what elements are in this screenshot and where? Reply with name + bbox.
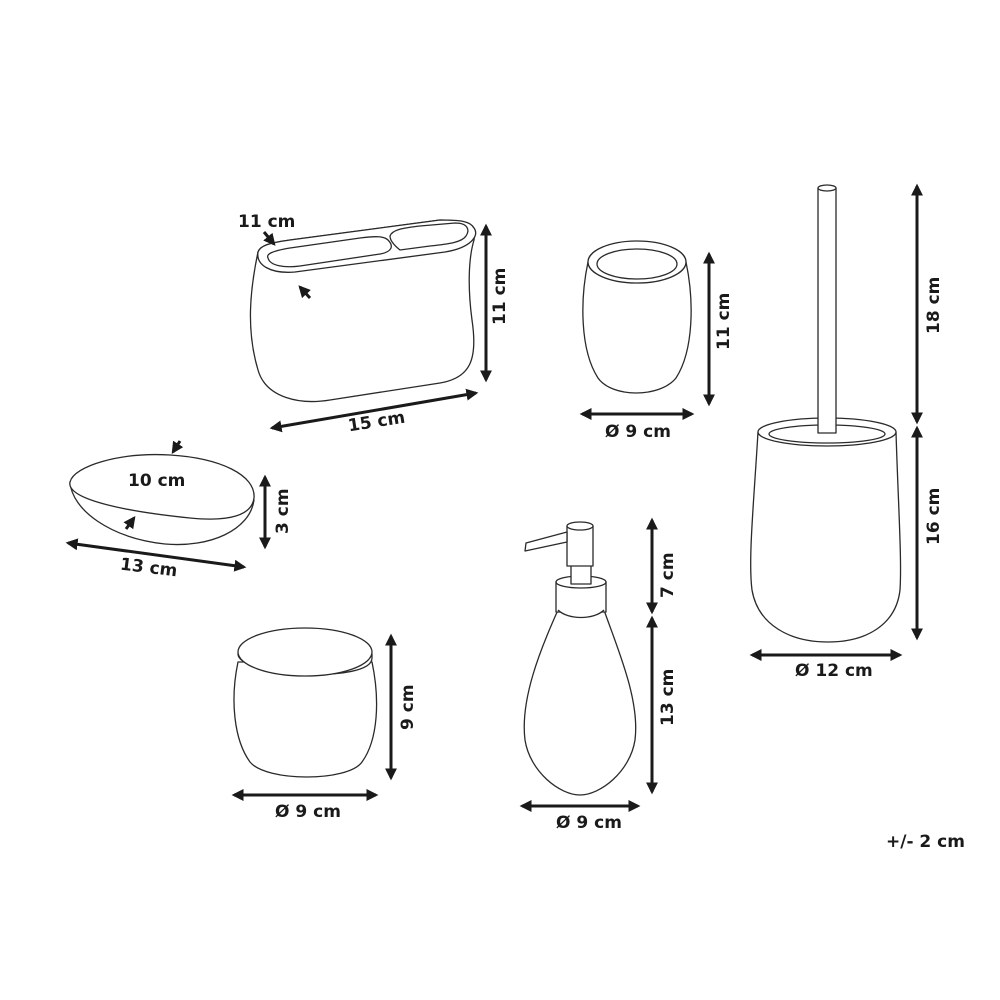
toothbrush-holder-drawing [249,219,492,433]
container-height-label: 9 cm [398,684,418,730]
soap-dish-inner-length-label: 10 cm [128,471,186,491]
toilet-brush-handle-height-label: 18 cm [924,276,944,334]
soap-dispenser-drawing [519,517,658,812]
soap-dispenser-diameter-label: Ø 9 cm [556,813,622,833]
tolerance-note: +/- 2 cm [886,832,965,852]
soap-dish-height-label: 3 cm [273,488,293,534]
soap-dispenser-pump-height-label: 7 cm [658,552,678,598]
toothbrush-holder-height-label: 11 cm [490,267,510,325]
toilet-brush-diameter-label: Ø 12 cm [795,661,873,681]
soap-dispenser-body-height-label: 13 cm [658,668,678,726]
tumbler-diameter-label: Ø 9 cm [605,422,671,442]
soap-dish-drawing [65,440,271,572]
toilet-brush-holder-height-label: 16 cm [924,487,944,545]
tumbler-height-label: 11 cm [714,292,734,350]
container-diameter-label: Ø 9 cm [275,802,341,822]
toothbrush-holder-wall-label: 11 cm [238,212,296,232]
toilet-brush-drawing [749,183,923,661]
container-drawing [231,627,397,801]
tumbler-drawing [579,240,715,420]
